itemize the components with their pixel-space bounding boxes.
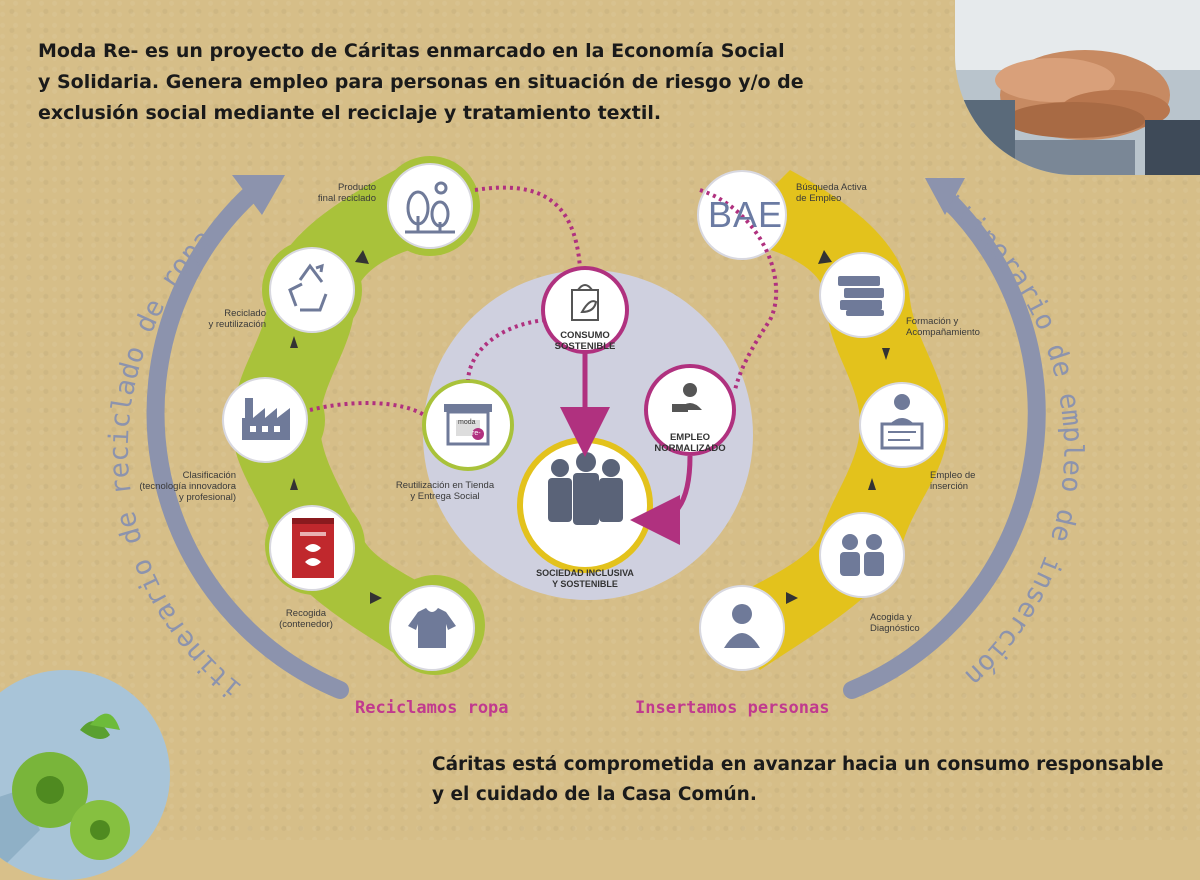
label-acogida-l1: Acogida y (870, 612, 912, 623)
left-tri-2 (290, 336, 298, 348)
label-acogida-l2: Diagnóstico (870, 623, 920, 634)
cycle-diagram: itinerario de reciclado de ropa itinerar… (104, 156, 1088, 705)
cashier-icon (672, 383, 702, 412)
label-formacion: Formación y Acompañamiento (906, 316, 1016, 338)
label-consumo-l2: SOSTENIBLE (554, 341, 616, 352)
left-tri-3 (290, 478, 298, 490)
label-empleo-l2: inserción (930, 481, 969, 492)
label-recogida: Recogida (contenedor) (256, 608, 356, 630)
label-producto-l1: Producto (337, 182, 376, 193)
intro-text: Moda Re- es un proyecto de Cáritas enmar… (38, 36, 818, 129)
bag-leaf-icon (571, 284, 599, 321)
label-empleo-normalizado-l2: NORMALIZADO (654, 443, 726, 454)
left-big-arc (146, 181, 349, 699)
label-producto-l2: final reciclado (317, 193, 376, 204)
two-people-icon (840, 534, 884, 576)
label-empleo-l1: Empleo de (930, 470, 976, 481)
label-formacion-l2: Acompañamiento (906, 327, 980, 338)
right-tri-4 (786, 592, 798, 604)
label-empleo-normalizado: EMPLEO NORMALIZADO (645, 432, 735, 454)
label-reciclado: Reciclado y reutilización (170, 308, 266, 330)
label-clasif-l2: (tecnología innovadora (139, 481, 236, 492)
intro-line-2: y Solidaria. Genera empleo para personas… (38, 71, 804, 93)
container-icon (292, 518, 334, 578)
outro-line-1: Cáritas está comprometida en avanzar hac… (432, 754, 1164, 775)
label-sociedad: SOCIEDAD INCLUSIVA Y SOSTENIBLE (520, 568, 650, 590)
label-reciclado-l1: Reciclado (224, 308, 266, 319)
left-arc-label: itinerario de reciclado de ropa (104, 224, 247, 705)
label-producto: Producto final reciclado (290, 182, 376, 204)
right-tri-2 (882, 348, 890, 360)
left-tri-1 (355, 250, 369, 264)
label-recogida-l1: Recogida (285, 608, 327, 619)
group-people-icon (548, 452, 623, 525)
footer-reciclamos: Reciclamos ropa (355, 698, 509, 718)
outro-text: Cáritas está comprometida en avanzar hac… (432, 750, 1172, 810)
label-clasif-l1: Clasificación (182, 470, 236, 481)
step-reciclado-circle (269, 247, 355, 333)
store-logo: re- (472, 430, 481, 437)
step-person-circle (699, 585, 785, 671)
label-tienda: Reutilización en Tienda y Entrega Social (380, 480, 510, 502)
bae-text: BAE (708, 194, 784, 235)
outro-line-2: y el cuidado de la Casa Común. (432, 784, 757, 805)
store-icon (444, 404, 492, 446)
label-tienda-l2: y Entrega Social (410, 491, 480, 502)
shirt-icon (408, 608, 456, 648)
intro-line-3: exclusión social mediante el reciclaje y… (38, 102, 662, 124)
step-producto-circle (387, 163, 473, 249)
recycle-icon (288, 263, 328, 312)
step-acogida-circle (819, 512, 905, 598)
dotted-producto-consumo (474, 185, 582, 269)
label-busqueda: Búsqueda Activa de Empleo (796, 182, 906, 204)
label-consumo-l1: CONSUMO (560, 330, 610, 341)
arrow-empleo-sociedad (630, 455, 693, 545)
dotted-bae-consumo (699, 188, 779, 391)
label-clasif-l3: y profesional) (178, 492, 236, 503)
label-empleo-normalizado-l1: EMPLEO (669, 432, 711, 443)
store-text: moda (458, 419, 476, 426)
dotted-clasificacion-tienda (309, 401, 426, 417)
label-sociedad-l1: SOCIEDAD INCLUSIVA (536, 568, 634, 578)
label-busqueda-l1: Búsqueda Activa (796, 182, 867, 193)
label-busqueda-l2: de Empleo (796, 193, 842, 204)
left-tri-4 (370, 592, 382, 604)
trees-icon (405, 181, 455, 234)
right-tri-1 (818, 250, 832, 264)
label-acogida: Acogida y Diagnóstico (870, 612, 960, 634)
left-arc-arrowhead (232, 175, 285, 215)
label-sociedad-l2: Y SOSTENIBLE (552, 579, 618, 589)
right-big-arc (843, 191, 1046, 699)
teacher-icon (880, 394, 924, 450)
label-tienda-l1: Reutilización en Tienda (395, 480, 495, 491)
label-empleo-insercion: Empleo de inserción (930, 470, 1010, 492)
intro-line-1: Moda Re- es un proyecto de Cáritas enmar… (38, 40, 785, 62)
label-formacion-l1: Formación y (906, 316, 959, 327)
label-consumo: CONSUMO SOSTENIBLE (545, 330, 625, 352)
person-icon (724, 604, 760, 648)
right-arc-arrowhead (925, 178, 965, 215)
right-tri-3 (868, 478, 876, 490)
factory-icon (242, 398, 290, 440)
books-icon (838, 276, 884, 316)
label-recogida-l2: (contenedor) (279, 619, 333, 630)
label-reciclado-l2: y reutilización (208, 319, 266, 330)
label-clasificacion: Clasificación (tecnología innovadora y p… (118, 470, 236, 503)
footer-insertamos: Insertamos personas (635, 698, 830, 718)
